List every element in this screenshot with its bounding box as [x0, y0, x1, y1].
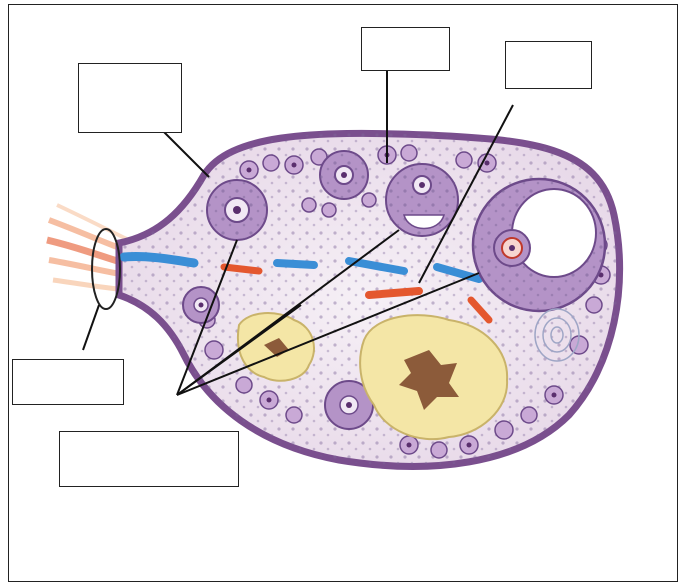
- label-box-top-middle[interactable]: [361, 27, 450, 71]
- primary-follicle: [207, 180, 267, 240]
- label-box-bottom[interactable]: [59, 431, 239, 487]
- mature-follicle: [473, 179, 605, 311]
- diagram-frame: [8, 4, 678, 582]
- small-follicle-left: [183, 287, 219, 323]
- early-antral-follicle: [386, 164, 458, 236]
- label-box-top-right[interactable]: [505, 41, 592, 89]
- label-box-left[interactable]: [12, 359, 124, 405]
- secondary-follicle: [320, 151, 368, 199]
- label-box-top-left[interactable]: [78, 63, 182, 133]
